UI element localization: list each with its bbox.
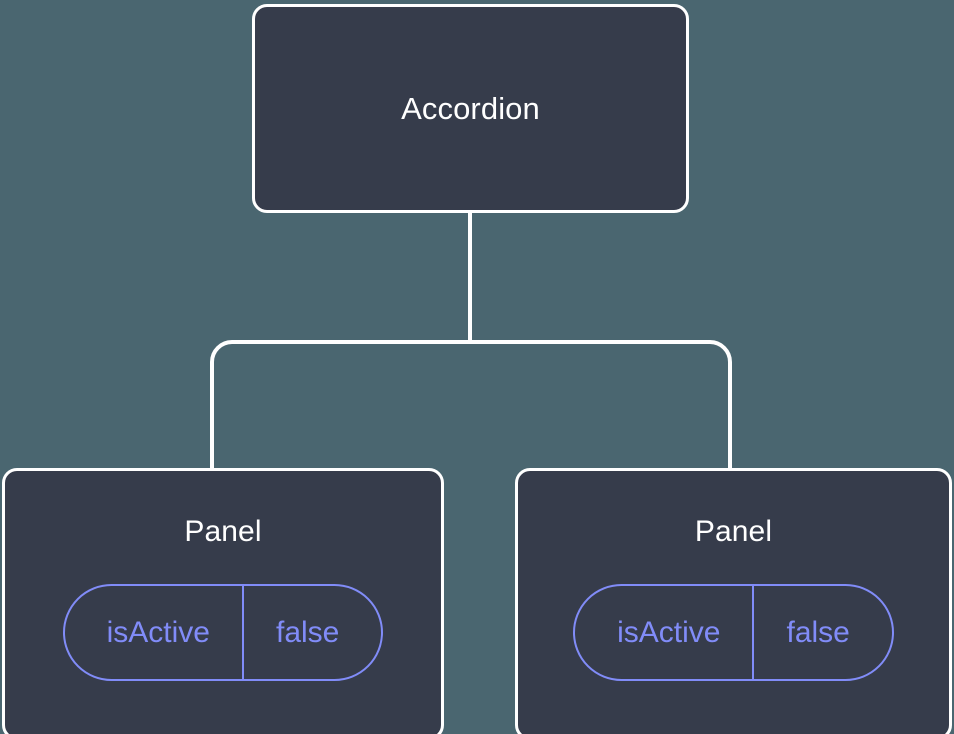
state-badge-panel-1-value: false	[241, 586, 381, 679]
edge-root-to-panel-1	[210, 340, 470, 470]
state-badge-panel-2-value: false	[752, 586, 891, 679]
node-accordion-title: Accordion	[401, 91, 540, 126]
node-panel-1[interactable]: Panel isActive false	[2, 468, 444, 734]
edge-root-to-panel-2	[470, 340, 732, 470]
state-badge-panel-1[interactable]: isActive false	[62, 584, 384, 681]
state-badge-panel-2[interactable]: isActive false	[573, 584, 894, 681]
node-panel-2-title: Panel	[694, 515, 773, 548]
state-badge-panel-1-key: isActive	[106, 615, 210, 649]
node-panel-2[interactable]: Panel isActive false	[515, 468, 952, 734]
node-panel-1-title: Panel	[184, 515, 262, 548]
state-badge-panel-2-key: isActive	[617, 615, 721, 649]
node-accordion[interactable]: Accordion	[252, 4, 689, 213]
